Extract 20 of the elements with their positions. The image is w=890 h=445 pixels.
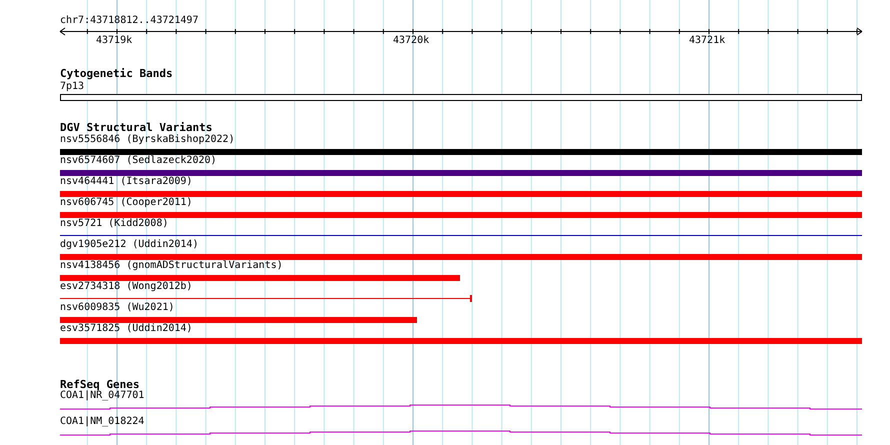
- variant-label: esv3571825 (Uddin2014): [60, 323, 192, 334]
- gene-label: COA1|NR_047701: [60, 390, 144, 401]
- variant-label: nsv606745 (Cooper2011): [60, 197, 192, 208]
- tick-label: 43720k: [393, 35, 430, 46]
- coordinate-label: chr7:43718812..43721497: [60, 15, 198, 26]
- track-title: Cytogenetic Bands: [60, 68, 173, 79]
- gene-label: COA1|NM_018224: [60, 416, 144, 427]
- tick-label: 43719k: [96, 35, 132, 46]
- track-title: DGV Structural Variants: [60, 122, 212, 133]
- track-title: RefSeq Genes: [60, 379, 140, 390]
- variant-label: nsv6009835 (Wu2021): [60, 302, 174, 313]
- variant-label: esv2734318 (Wong2012b): [60, 281, 192, 292]
- variant-label: nsv5556846 (ByrskaBishop2022): [60, 134, 235, 145]
- variant-label: nsv4138456 (gnomADStructuralVariants): [60, 260, 283, 271]
- variant-label: nsv6574607 (Sedlazeck2020): [60, 155, 217, 166]
- band-label: 7p13: [60, 81, 84, 92]
- variant-label: dgv1905e212 (Uddin2014): [60, 239, 198, 250]
- variant-label: nsv5721 (Kidd2008): [60, 218, 168, 229]
- variant-label: nsv464441 (Itsara2009): [60, 176, 192, 187]
- tick-label: 43721k: [689, 35, 726, 46]
